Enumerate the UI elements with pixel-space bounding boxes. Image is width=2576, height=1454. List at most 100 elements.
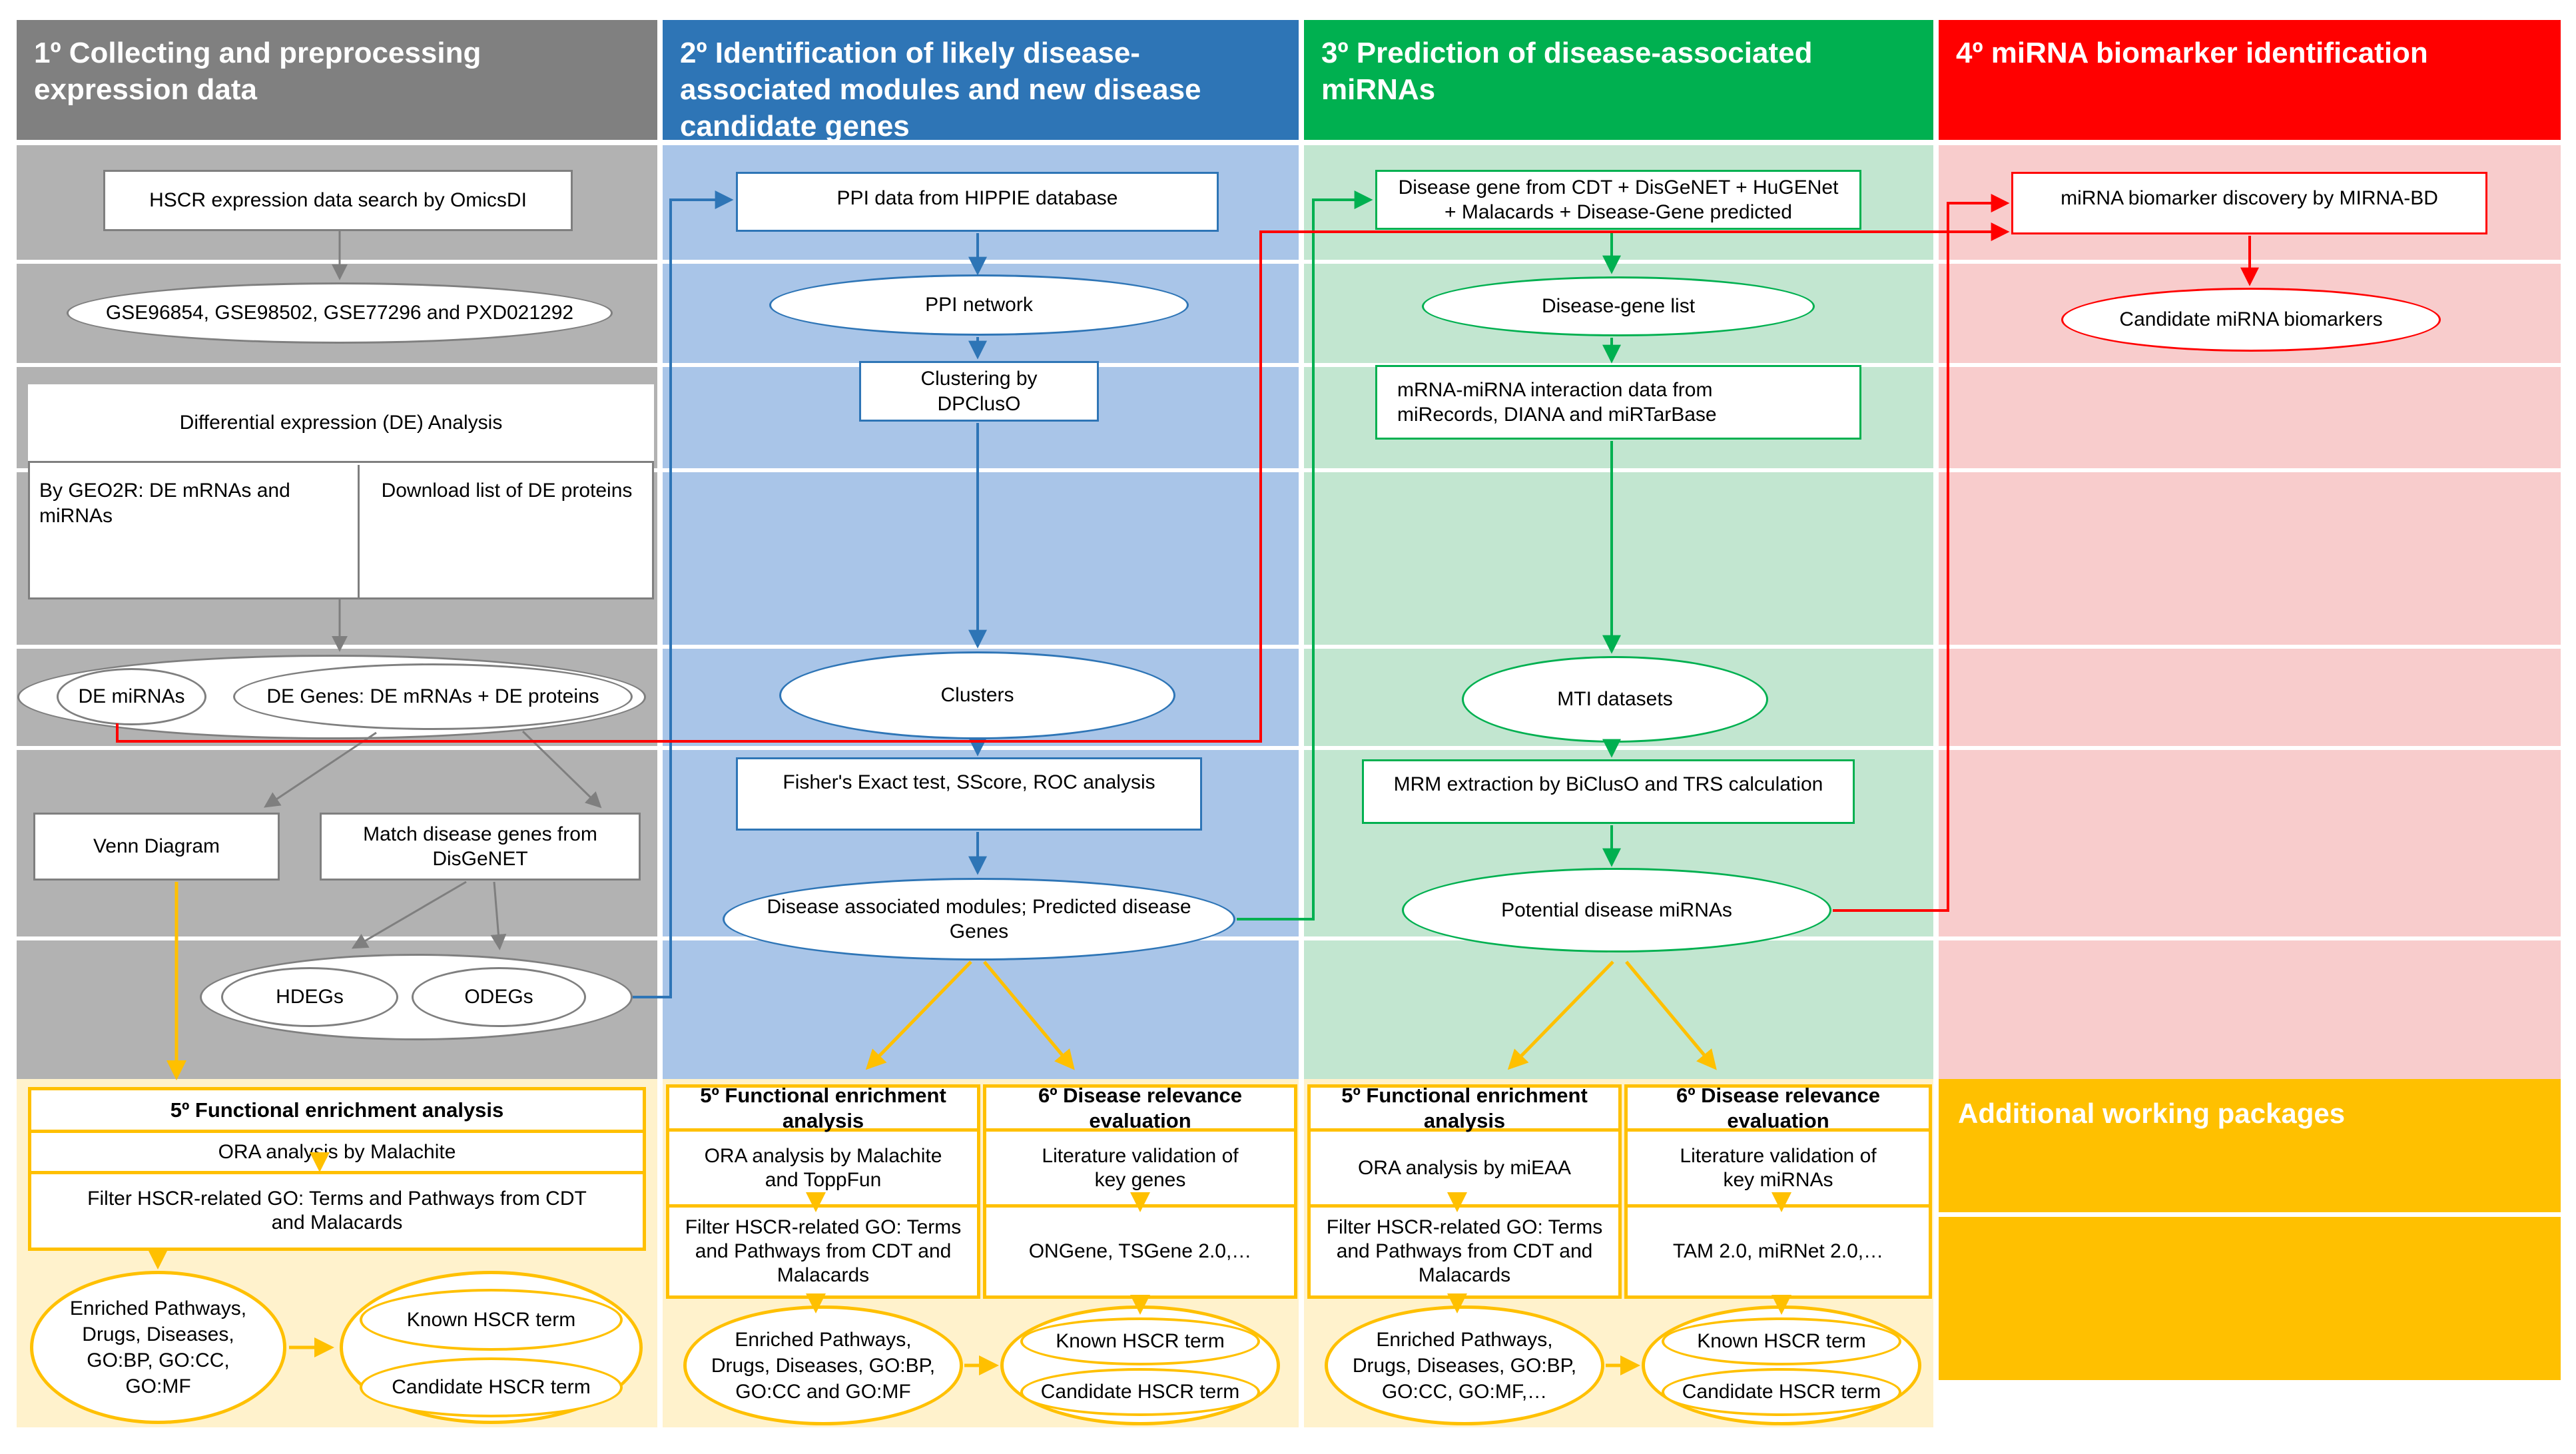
package5-col1-filter: Filter HSCR-related GO: Terms and Pathwa… bbox=[31, 1174, 643, 1248]
node-candidate-term-col1-label: Candidate HSCR term bbox=[392, 1376, 591, 1398]
node-candidate-term-col2: Candidate HSCR term bbox=[1020, 1368, 1260, 1416]
package6-col2: 6º Disease relevance evaluation Literatu… bbox=[983, 1084, 1297, 1299]
package5-col1-ora: ORA analysis by Malachite bbox=[31, 1133, 643, 1174]
node-disease-gene-list: Disease-gene list bbox=[1422, 276, 1815, 336]
package5-col2-title-label: 5º Functional enrichment analysis bbox=[700, 1084, 946, 1132]
node-hdegs: HDEGs bbox=[221, 967, 398, 1027]
column4-header: 4º miRNA biomarker identification bbox=[1939, 20, 2561, 140]
node-de-mirnas-label: DE miRNAs bbox=[78, 685, 185, 708]
node-clustering: Clustering by DPClusO bbox=[859, 361, 1099, 422]
column3-header: 3º Prediction of disease-associated miRN… bbox=[1304, 20, 1933, 140]
node-known-term-col1-label: Known HSCR term bbox=[406, 1308, 576, 1331]
package6-col3-title: 6º Disease relevance evaluation bbox=[1628, 1084, 1929, 1132]
package6-col3-databases: TAM 2.0, miRNet 2.0,… bbox=[1628, 1208, 1929, 1295]
package5-col1-filter-label: Filter HSCR-related GO: Terms and Pathwa… bbox=[87, 1188, 587, 1234]
node-enriched-col2-label: Enriched Pathways, Drugs, Diseases, GO:B… bbox=[711, 1328, 936, 1403]
node-mrm-extraction-label: MRM extraction by BiClusO and TRS calcul… bbox=[1393, 773, 1823, 795]
node-clustering-label: Clustering by DPClusO bbox=[920, 368, 1038, 415]
node-match-disgenet-label: Match disease genes from DisGeNET bbox=[363, 823, 597, 871]
row-separator bbox=[17, 363, 2561, 367]
node-candidate-term-col3: Candidate HSCR term bbox=[1662, 1368, 1901, 1416]
node-enriched-col3-label: Enriched Pathways, Drugs, Diseases, GO:B… bbox=[1352, 1328, 1577, 1403]
node-mirna-biomarker-discovery: miRNA biomarker discovery by MIRNA-BD bbox=[2011, 172, 2487, 234]
package5-col3-ora: ORA analysis by miEAA bbox=[1311, 1132, 1618, 1208]
node-potential-mirnas-label: Potential disease miRNAs bbox=[1501, 899, 1732, 921]
node-odegs: ODEGs bbox=[412, 967, 586, 1027]
row-separator bbox=[17, 936, 2561, 940]
node-ppi-network-label: PPI network bbox=[925, 294, 1033, 316]
node-odegs-label: ODEGs bbox=[464, 986, 533, 1008]
column1-header: 1º Collecting and preprocessing expressi… bbox=[17, 20, 657, 140]
node-ppi-data: PPI data from HIPPIE database bbox=[736, 172, 1219, 232]
package5-col3-ora-label: ORA analysis by miEAA bbox=[1357, 1156, 1572, 1179]
node-fisher-test: Fisher's Exact test, SScore, ROC analysi… bbox=[736, 757, 1202, 831]
node-venn-diagram-label: Venn Diagram bbox=[93, 835, 220, 858]
node-de-analysis-geo2r-label: By GEO2R: DE mRNAs and miRNAs bbox=[39, 480, 290, 527]
package5-col3-filter-label: Filter HSCR-related GO: Terms and Pathwa… bbox=[1326, 1216, 1603, 1286]
column2-header-label: 2º Identification of likely disease-asso… bbox=[680, 37, 1201, 143]
additional-packages-band-top bbox=[1939, 1079, 2561, 1212]
node-disease-gene-sources-label: Disease gene from CDT + DisGeNET + HuGEN… bbox=[1398, 176, 1839, 224]
node-disease-gene-sources: Disease gene from CDT + DisGeNET + HuGEN… bbox=[1375, 170, 1861, 230]
node-candidate-mirna-biomarkers: Candidate miRNA biomarkers bbox=[2061, 288, 2441, 352]
node-known-term-col1: Known HSCR term bbox=[360, 1289, 623, 1351]
node-de-analysis-title-label: Differential expression (DE) Analysis bbox=[179, 411, 503, 434]
package6-col2-title-label: 6º Disease relevance evaluation bbox=[1038, 1084, 1243, 1132]
node-de-analysis-geo2r: By GEO2R: DE mRNAs and miRNAs bbox=[30, 465, 360, 597]
package6-col3-literature-label: Literature validation of key miRNAs bbox=[1680, 1144, 1877, 1191]
node-candidate-term-col1: Candidate HSCR term bbox=[360, 1357, 623, 1417]
node-mti-interaction-data-label: mRNA-miRNA interaction data from miRecor… bbox=[1397, 378, 1717, 426]
node-mti-interaction-data: mRNA-miRNA interaction data from miRecor… bbox=[1375, 365, 1861, 440]
package6-col2-literature-label: Literature validation of key genes bbox=[1042, 1144, 1239, 1191]
node-candidate-term-col2-label: Candidate HSCR term bbox=[1040, 1381, 1240, 1403]
node-de-genes-label: DE Genes: DE mRNAs + DE proteins bbox=[266, 685, 599, 708]
node-mti-datasets: MTI datasets bbox=[1462, 656, 1768, 743]
node-known-term-col2: Known HSCR term bbox=[1020, 1317, 1260, 1365]
node-mti-datasets-label: MTI datasets bbox=[1557, 688, 1673, 711]
package6-col2-literature: Literature validation of key genes bbox=[986, 1132, 1294, 1208]
package5-col2-ora: ORA analysis by Malachite and ToppFun bbox=[669, 1132, 977, 1208]
node-potential-mirnas: Potential disease miRNAs bbox=[1402, 868, 1831, 952]
node-disease-modules: Disease associated modules; Predicted di… bbox=[723, 878, 1235, 960]
row-separator bbox=[17, 260, 2561, 264]
node-known-term-col2-label: Known HSCR term bbox=[1056, 1330, 1225, 1352]
node-ppi-data-label: PPI data from HIPPIE database bbox=[836, 187, 1118, 209]
package5-col2-ora-label: ORA analysis by Malachite and ToppFun bbox=[704, 1144, 942, 1191]
package6-col2-databases-label: ONGene, TSGene 2.0,… bbox=[1028, 1240, 1252, 1262]
column4-header-label: 4º miRNA biomarker identification bbox=[1956, 37, 2428, 69]
package5-col3-title-label: 5º Functional enrichment analysis bbox=[1341, 1084, 1588, 1132]
node-enriched-col1-label: Enriched Pathways, Drugs, Diseases, GO:B… bbox=[69, 1297, 247, 1397]
node-hscr-data-search-label: HSCR expression data search by OmicsDI bbox=[149, 189, 527, 212]
package5-col2-title: 5º Functional enrichment analysis bbox=[669, 1084, 977, 1132]
node-fisher-test-label: Fisher's Exact test, SScore, ROC analysi… bbox=[783, 771, 1155, 793]
package6-col2-title: 6º Disease relevance evaluation bbox=[986, 1084, 1294, 1132]
node-clusters-label: Clusters bbox=[940, 684, 1014, 707]
node-ppi-network: PPI network bbox=[769, 274, 1189, 336]
node-candidate-term-col3-label: Candidate HSCR term bbox=[1682, 1381, 1881, 1403]
node-disease-gene-list-label: Disease-gene list bbox=[1541, 295, 1696, 318]
package5-col1-ora-label: ORA analysis by Malachite bbox=[218, 1140, 456, 1163]
package5-col2-filter: Filter HSCR-related GO: Terms and Pathwa… bbox=[669, 1208, 977, 1295]
additional-packages-band-bottom bbox=[1939, 1217, 2561, 1380]
package6-col3: 6º Disease relevance evaluation Literatu… bbox=[1624, 1084, 1932, 1299]
node-known-term-col3-label: Known HSCR term bbox=[1697, 1330, 1866, 1352]
package5-col3-filter: Filter HSCR-related GO: Terms and Pathwa… bbox=[1311, 1208, 1618, 1295]
package5-col2-filter-label: Filter HSCR-related GO: Terms and Pathwa… bbox=[685, 1216, 962, 1286]
package5-col2: 5º Functional enrichment analysis ORA an… bbox=[666, 1084, 980, 1299]
node-hscr-data-search: HSCR expression data search by OmicsDI bbox=[103, 170, 573, 231]
node-match-disgenet: Match disease genes from DisGeNET bbox=[320, 813, 641, 881]
node-enriched-col1: Enriched Pathways, Drugs, Diseases, GO:B… bbox=[30, 1271, 286, 1424]
package6-col3-databases-label: TAM 2.0, miRNet 2.0,… bbox=[1672, 1240, 1884, 1262]
column3-header-label: 3º Prediction of disease-associated miRN… bbox=[1321, 37, 1813, 106]
additional-packages-title: Additional working packages bbox=[1958, 1098, 2346, 1129]
node-de-analysis-proteins-label: Download list of DE proteins bbox=[381, 480, 633, 502]
node-clusters: Clusters bbox=[779, 651, 1175, 739]
package6-col3-literature: Literature validation of key miRNAs bbox=[1628, 1132, 1929, 1208]
package5-col1-title: 5º Functional enrichment analysis bbox=[31, 1090, 643, 1133]
node-mrm-extraction: MRM extraction by BiClusO and TRS calcul… bbox=[1362, 759, 1855, 824]
node-known-term-col3: Known HSCR term bbox=[1662, 1317, 1901, 1365]
node-de-analysis-title: Differential expression (DE) Analysis bbox=[28, 384, 654, 463]
column1-header-label: 1º Collecting and preprocessing expressi… bbox=[34, 37, 482, 106]
node-disease-modules-label: Disease associated modules; Predicted di… bbox=[767, 895, 1191, 943]
